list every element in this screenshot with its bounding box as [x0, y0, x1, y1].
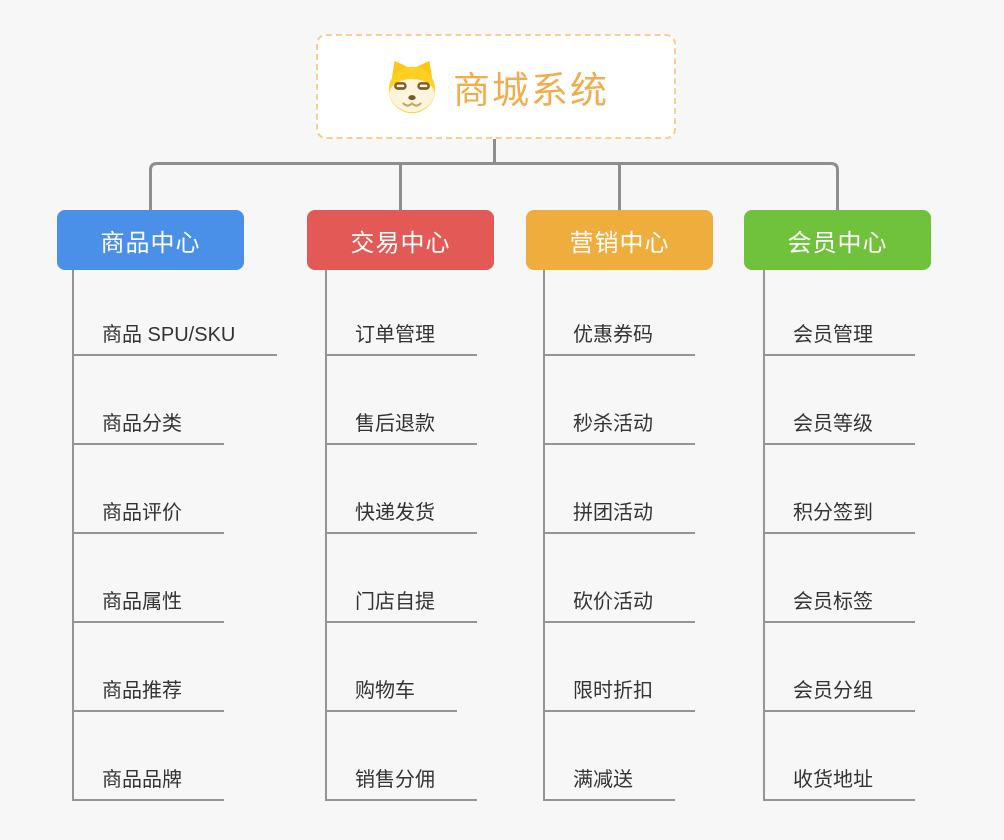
leaf-node[interactable]: 会员等级 [763, 409, 915, 445]
leaf-node[interactable]: 满减送 [543, 765, 675, 801]
branch-spine [543, 270, 545, 801]
leaf-node[interactable]: 商品属性 [72, 587, 224, 623]
branch-node-trade-center[interactable]: 交易中心 [307, 210, 494, 270]
branch-spine [72, 270, 74, 801]
root-node[interactable]: 商城系统 [316, 34, 676, 139]
leaf-node[interactable]: 商品推荐 [72, 676, 224, 712]
leaf-node[interactable]: 限时折扣 [543, 676, 695, 712]
branch-spine [763, 270, 765, 801]
leaf-node[interactable]: 砍价活动 [543, 587, 695, 623]
leaf-node[interactable]: 会员标签 [763, 587, 915, 623]
leaf-node[interactable]: 收货地址 [763, 765, 915, 801]
leaf-node[interactable]: 快递发货 [325, 498, 477, 534]
leaf-node[interactable]: 商品品牌 [72, 765, 224, 801]
leaf-node[interactable]: 订单管理 [325, 320, 477, 356]
leaf-node[interactable]: 积分签到 [763, 498, 915, 534]
leaf-node[interactable]: 商品 SPU/SKU [72, 320, 278, 356]
leaf-node[interactable]: 售后退款 [325, 409, 477, 445]
leaf-node[interactable]: 购物车 [325, 676, 457, 712]
leaf-node[interactable]: 商品评价 [72, 498, 224, 534]
branch-node-product-center[interactable]: 商品中心 [57, 210, 244, 270]
leaf-node[interactable]: 销售分佣 [325, 765, 477, 801]
leaf-node[interactable]: 会员分组 [763, 676, 915, 712]
leaf-node[interactable]: 秒杀活动 [543, 409, 695, 445]
leaf-node[interactable]: 拼团活动 [543, 498, 695, 534]
shiba-dog-icon [383, 58, 441, 116]
branch-node-marketing-center[interactable]: 营销中心 [526, 210, 713, 270]
leaf-node[interactable]: 门店自提 [325, 587, 477, 623]
leaf-node[interactable]: 会员管理 [763, 320, 915, 356]
branch-node-member-center[interactable]: 会员中心 [744, 210, 931, 270]
leaf-node[interactable]: 商品分类 [72, 409, 224, 445]
root-node-title: 商城系统 [453, 69, 609, 111]
branch-spine [325, 270, 327, 801]
leaf-node[interactable]: 优惠券码 [543, 320, 695, 356]
